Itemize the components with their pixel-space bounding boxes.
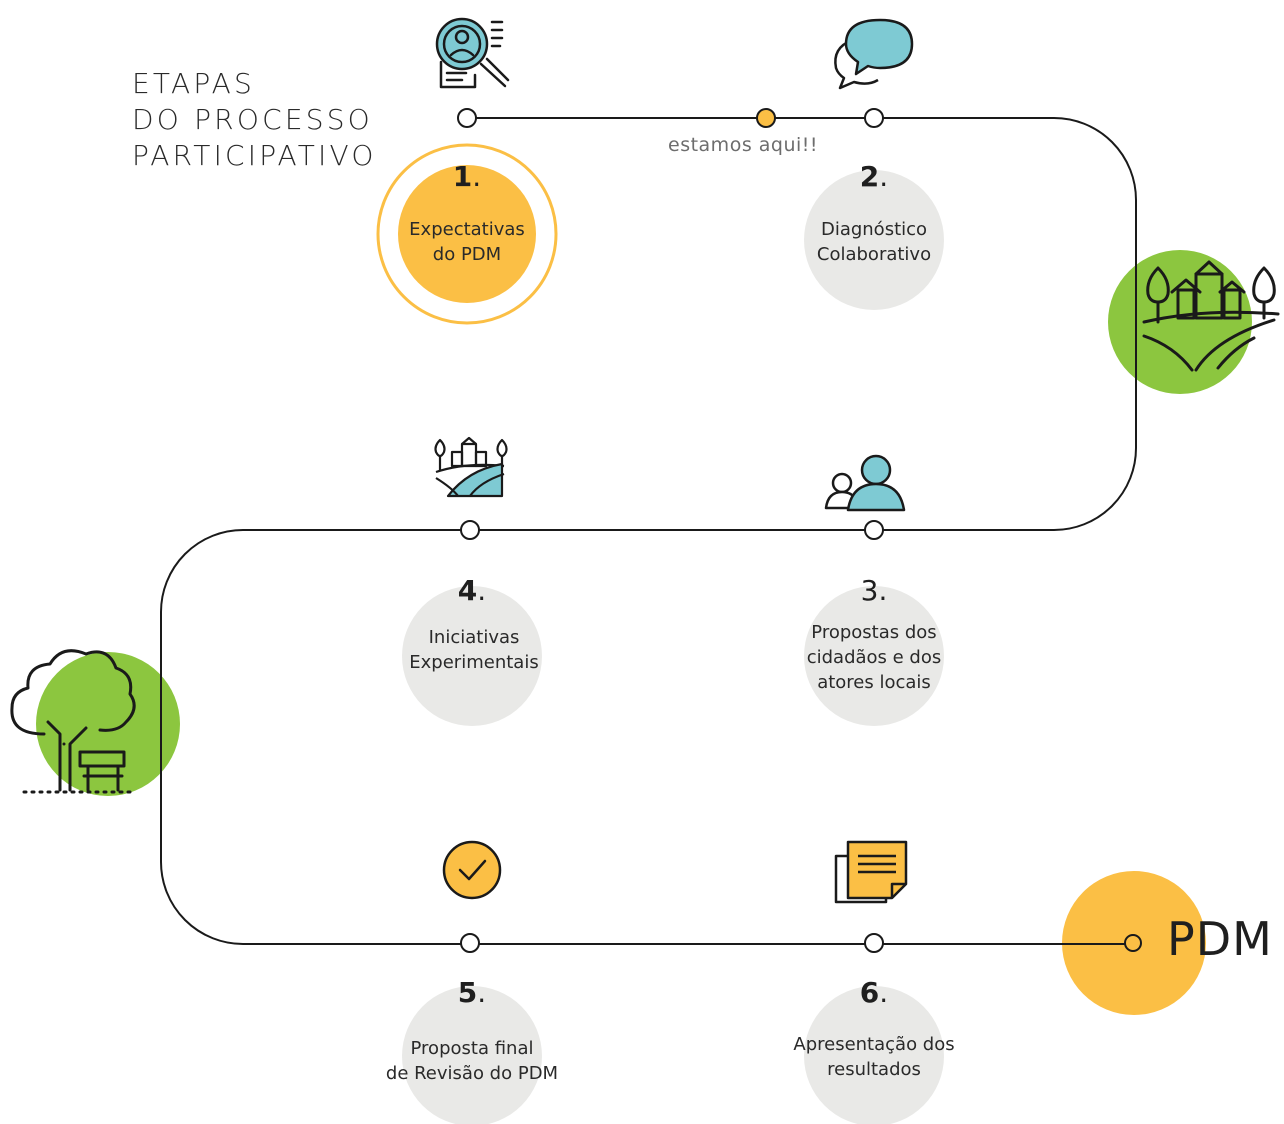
stage-4-label: Iniciativas Experimentais (409, 627, 539, 673)
stage-4-number: 4. (457, 574, 487, 607)
stage-5-label: Proposta final de Revisão do PDM (385, 1038, 559, 1084)
stage-6-label: Apresentação dos resultados (793, 1034, 955, 1080)
title-line-1: ETAPAS (132, 67, 255, 100)
current-marker-label: estamos aqui!! (668, 134, 819, 156)
stage-5-circle (402, 986, 542, 1124)
stage-6-circle (804, 986, 944, 1124)
stage-3-label: Propostas dos cidadãos e dos atores loca… (806, 622, 942, 693)
right-green-circle (1108, 250, 1252, 394)
current-position-node (756, 108, 776, 128)
left-green-circle (36, 652, 180, 796)
stage-1-ring (376, 143, 558, 325)
stage-2-node (864, 108, 884, 128)
pdm-end-label: PDM (1167, 912, 1273, 966)
stage-5-node (460, 933, 480, 953)
pdm-end-node (1124, 934, 1142, 952)
diagram-title: ETAPAS DO PROCESSO PARTICIPATIVO (132, 66, 377, 174)
title-line-3: PARTICIPATIVO (132, 139, 377, 172)
stage-5-number: 5. (457, 976, 487, 1009)
stage-1-number: 1. (452, 160, 482, 193)
stage-6-node (864, 933, 884, 953)
stage-4-circle (402, 586, 542, 726)
stage-2-circle (804, 170, 944, 310)
process-path (160, 117, 1137, 945)
title-line-2: DO PROCESSO (132, 103, 373, 136)
stage-2-number: 2. (859, 160, 889, 193)
stage-4-node (460, 520, 480, 540)
stage-2-label: Diagnóstico Colaborativo (816, 219, 932, 265)
stage-1-circle (398, 165, 536, 303)
stage-3-node (864, 520, 884, 540)
stage-6-number: 6. (859, 976, 889, 1009)
stage-3-circle (804, 586, 944, 726)
stage-1-label: Expectativas do PDM (409, 219, 525, 265)
stage-3-number: 3. (860, 574, 888, 607)
stage-1-node (457, 108, 477, 128)
